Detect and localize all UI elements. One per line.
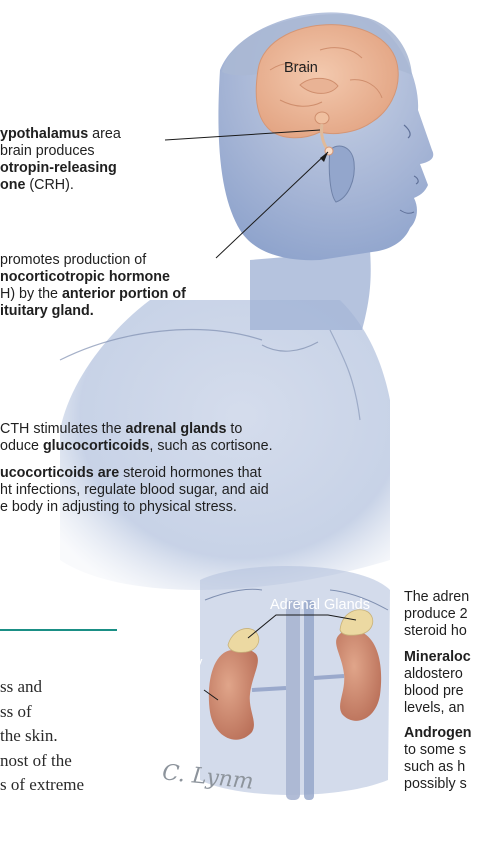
androgens-term: Androgen [404, 725, 472, 741]
kidney-label: Kidney [158, 655, 202, 671]
adrenal-glands-label: Adrenal Glands [270, 597, 370, 613]
section-divider [0, 629, 117, 631]
brain-label: Brain [284, 60, 318, 76]
hypothalamus-term: ypothalamus [0, 126, 88, 142]
neck-shape [250, 250, 371, 330]
mineralocorticoids-term: Mineraloc [404, 649, 471, 665]
